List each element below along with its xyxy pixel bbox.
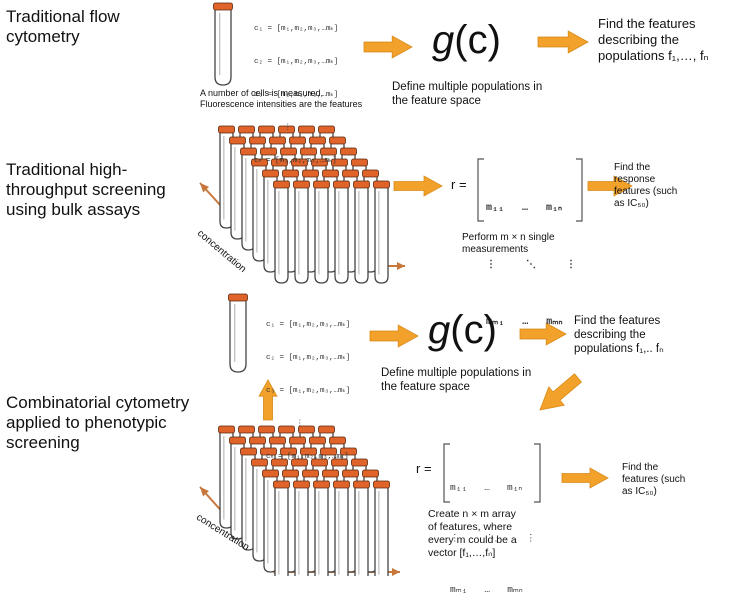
equation-line: cₙ = [m₁,m₂,m₃,…mₖ] [254,157,337,165]
combo-concentration-arrowhead-icon [200,487,209,497]
combo-arrow-to-ic50-icon [561,467,609,489]
gc-function: g(c) [432,18,501,62]
hts-concentration-arrowhead-icon [200,183,210,193]
equation-line: cₙ = [m₁,m₂,m₃,…mₖ] [266,453,349,461]
equation-line: ⋮ [296,420,304,428]
r-label: r = [451,177,467,192]
combo-tube-icon [293,480,310,576]
combo-gc-to-features-arrow-icon [519,322,567,346]
hts-tube-icon [313,180,330,284]
equation-line: c₃ = [m₁,m₂,m₃,…mₖ] [266,387,351,395]
hts-x-axis-arrowhead-icon [397,262,405,270]
hts-tube-icon [229,136,246,240]
combo-tube-icon [251,458,268,562]
equation-line: c₃ = [m₁,m₂,m₃,…mₖ] [254,91,339,99]
combo-gc-function: g(c) [428,308,497,352]
combo-tube-icon [273,480,290,576]
flow-arrow-to-gc-icon [363,35,413,59]
hts-arrow-to-response-icon [587,175,633,197]
equation-line: c₁ = [m₁,m₂,m₃,…mₖ] [254,25,339,33]
combo-tube-icon [353,480,370,576]
hts-matrix-right-bracket [576,158,583,222]
diagram-graphics [199,2,633,576]
combo-tube-icon [228,293,248,373]
response-matrix: m₁₁ … m₁ₙ ⋮ ⋱ ⋮ mₘ₁ … mₘₙ [486,161,576,351]
matrix-row: m₁₁ … m₁ₙ [450,482,523,493]
equation-line: c₁ = [m₁,m₂,m₃,…mₖ] [266,321,351,329]
hts-tube-icon [273,180,290,284]
hts-tube-icon [333,180,350,284]
hts-tube-icon [262,169,279,273]
cell-feature-vectors: c₁ = [m₁,m₂,m₃,…mₖ] c₂ = [m₁,m₂,m₃,…mₖ] … [254,2,338,178]
cells-measured-caption: A number of cells is measured,Fluorescen… [200,88,363,109]
hts-arrow-to-matrix-icon [393,175,443,197]
equation-line: ⋮ [284,124,292,132]
combo-tube-icon [373,480,390,576]
hts-tube-icon [353,180,370,284]
matrix-row: ⋮ ⋱ ⋮ [486,260,577,271]
features-to-matrix-down-arrow-icon [539,373,583,411]
combo-r-label: r = [416,461,432,476]
flow-tube-icon [213,2,233,86]
combo-tube-icon [313,480,330,576]
hts-tube-icon [293,180,310,284]
combo-arrow-to-gc-icon [369,324,419,348]
rack-to-tube-up-arrow-icon [258,379,278,421]
hts-tube-icon [240,147,257,251]
combo-matrix-right-bracket [534,443,541,503]
combo-tube-icon [333,480,350,576]
combo-tube-icon [218,425,235,529]
combo-matrix-left-bracket [443,443,450,503]
combo-tube-icon [229,436,246,540]
equation-line: c₂ = [m₁,m₂,m₃,…mₖ] [266,354,351,362]
hts-matrix-left-bracket [477,158,484,222]
matrix-row: ⋮ ⋱ ⋮ [450,533,536,544]
combo-tube-icon [262,469,279,573]
combo-x-axis-arrowhead-icon [392,568,400,576]
hts-tube-icon [218,125,235,229]
matrix-row: mₘ₁ … mₘₙ [450,584,523,595]
matrix-row: m₁₁ … m₁ₙ [486,203,562,214]
gc-to-features-arrow-icon [537,30,589,54]
matrix-row: mₘ₁ … mₘₙ [486,317,563,328]
hts-tube-icon [373,180,390,284]
equation-line: c₂ = [m₁,m₂,m₃,…mₖ] [254,58,339,66]
combo-cell-feature-vectors: c₁ = [m₁,m₂,m₃,…mₖ] c₂ = [m₁,m₂,m₃,…mₖ] … [266,298,350,474]
